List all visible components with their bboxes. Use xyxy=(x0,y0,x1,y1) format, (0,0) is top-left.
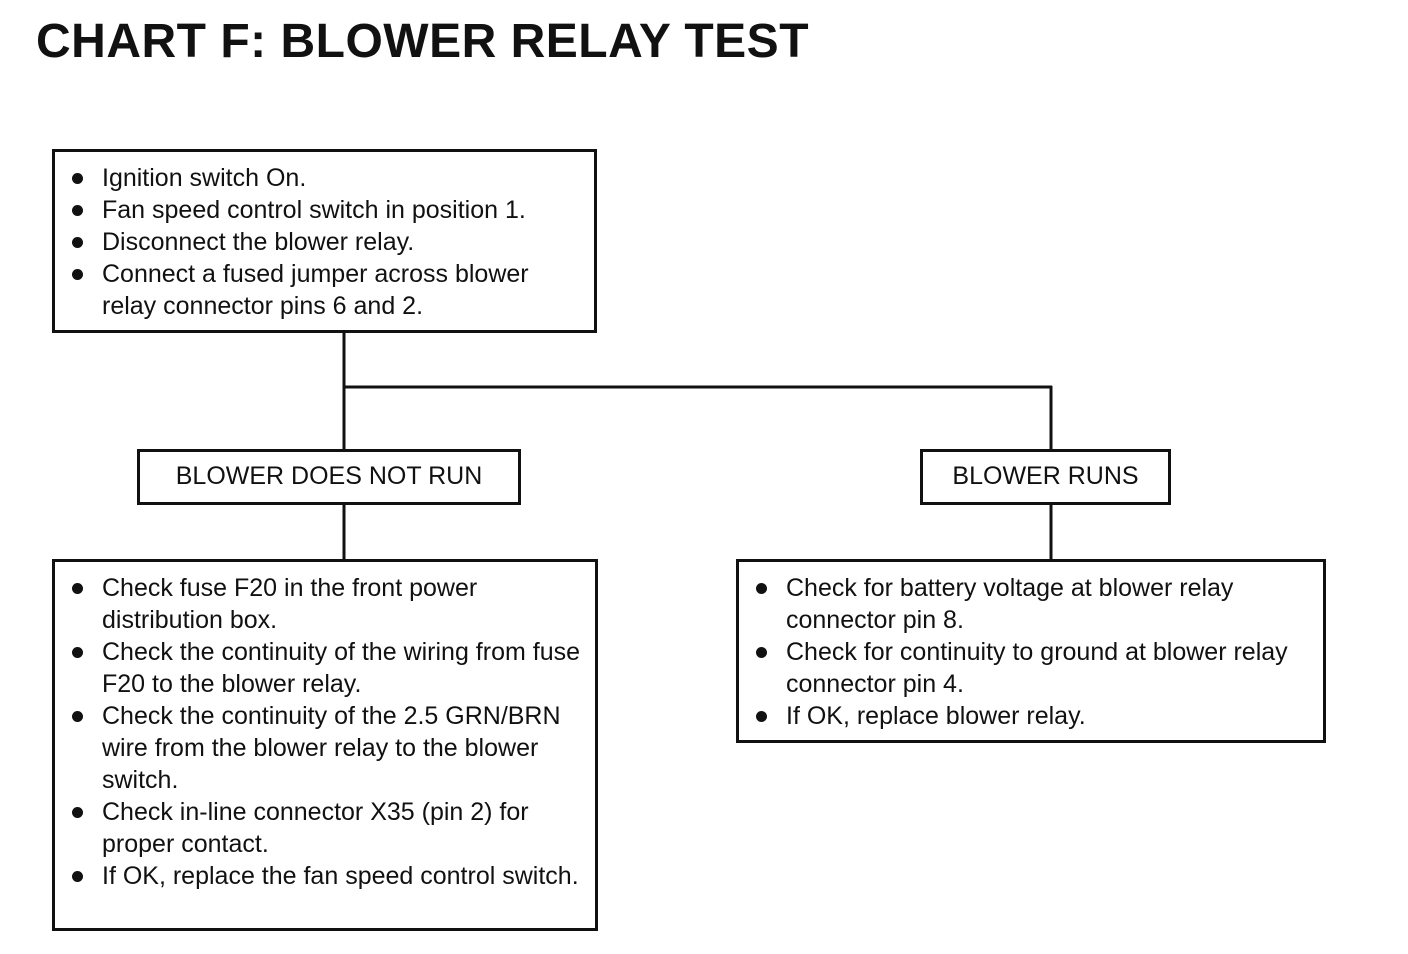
bullet-icon xyxy=(72,871,83,882)
initial-steps-list: Ignition switch On. Fan speed control sw… xyxy=(55,162,588,322)
list-item: Check for continuity to ground at blower… xyxy=(739,636,1317,700)
list-item: Check in-line connector X35 (pin 2) for … xyxy=(55,796,589,860)
bullet-icon xyxy=(72,583,83,594)
does-not-run-actions-box: Check fuse F20 in the front power distri… xyxy=(52,559,598,931)
bullet-icon xyxy=(72,807,83,818)
chart-title: CHART F: BLOWER RELAY TEST xyxy=(36,15,810,68)
list-item: Check the continuity of the wiring from … xyxy=(55,636,589,700)
bullet-icon xyxy=(756,647,767,658)
initial-steps-box: Ignition switch On. Fan speed control sw… xyxy=(52,149,597,333)
runs-actions-box: Check for battery voltage at blower rela… xyxy=(736,559,1326,743)
bullet-icon xyxy=(756,583,767,594)
branch-label-blower-does-not-run: BLOWER DOES NOT RUN xyxy=(137,449,521,505)
list-item: If OK, replace blower relay. xyxy=(739,700,1317,732)
bullet-icon xyxy=(72,237,83,248)
list-item: If OK, replace the fan speed control swi… xyxy=(55,860,589,892)
bullet-icon xyxy=(72,269,83,280)
bullet-icon xyxy=(72,173,83,184)
list-item: Check fuse F20 in the front power distri… xyxy=(55,572,589,636)
list-item: Disconnect the blower relay. xyxy=(55,226,588,258)
branch-label-blower-runs: BLOWER RUNS xyxy=(920,449,1171,505)
runs-actions-list: Check for battery voltage at blower rela… xyxy=(739,572,1317,732)
bullet-icon xyxy=(72,647,83,658)
list-item: Ignition switch On. xyxy=(55,162,588,194)
bullet-icon xyxy=(72,711,83,722)
bullet-icon xyxy=(72,205,83,216)
does-not-run-actions-list: Check fuse F20 in the front power distri… xyxy=(55,572,589,892)
list-item: Connect a fused jumper across blower rel… xyxy=(55,258,588,322)
list-item: Check for battery voltage at blower rela… xyxy=(739,572,1317,636)
list-item: Fan speed control switch in position 1. xyxy=(55,194,588,226)
bullet-icon xyxy=(756,711,767,722)
list-item: Check the continuity of the 2.5 GRN/BRN … xyxy=(55,700,589,796)
